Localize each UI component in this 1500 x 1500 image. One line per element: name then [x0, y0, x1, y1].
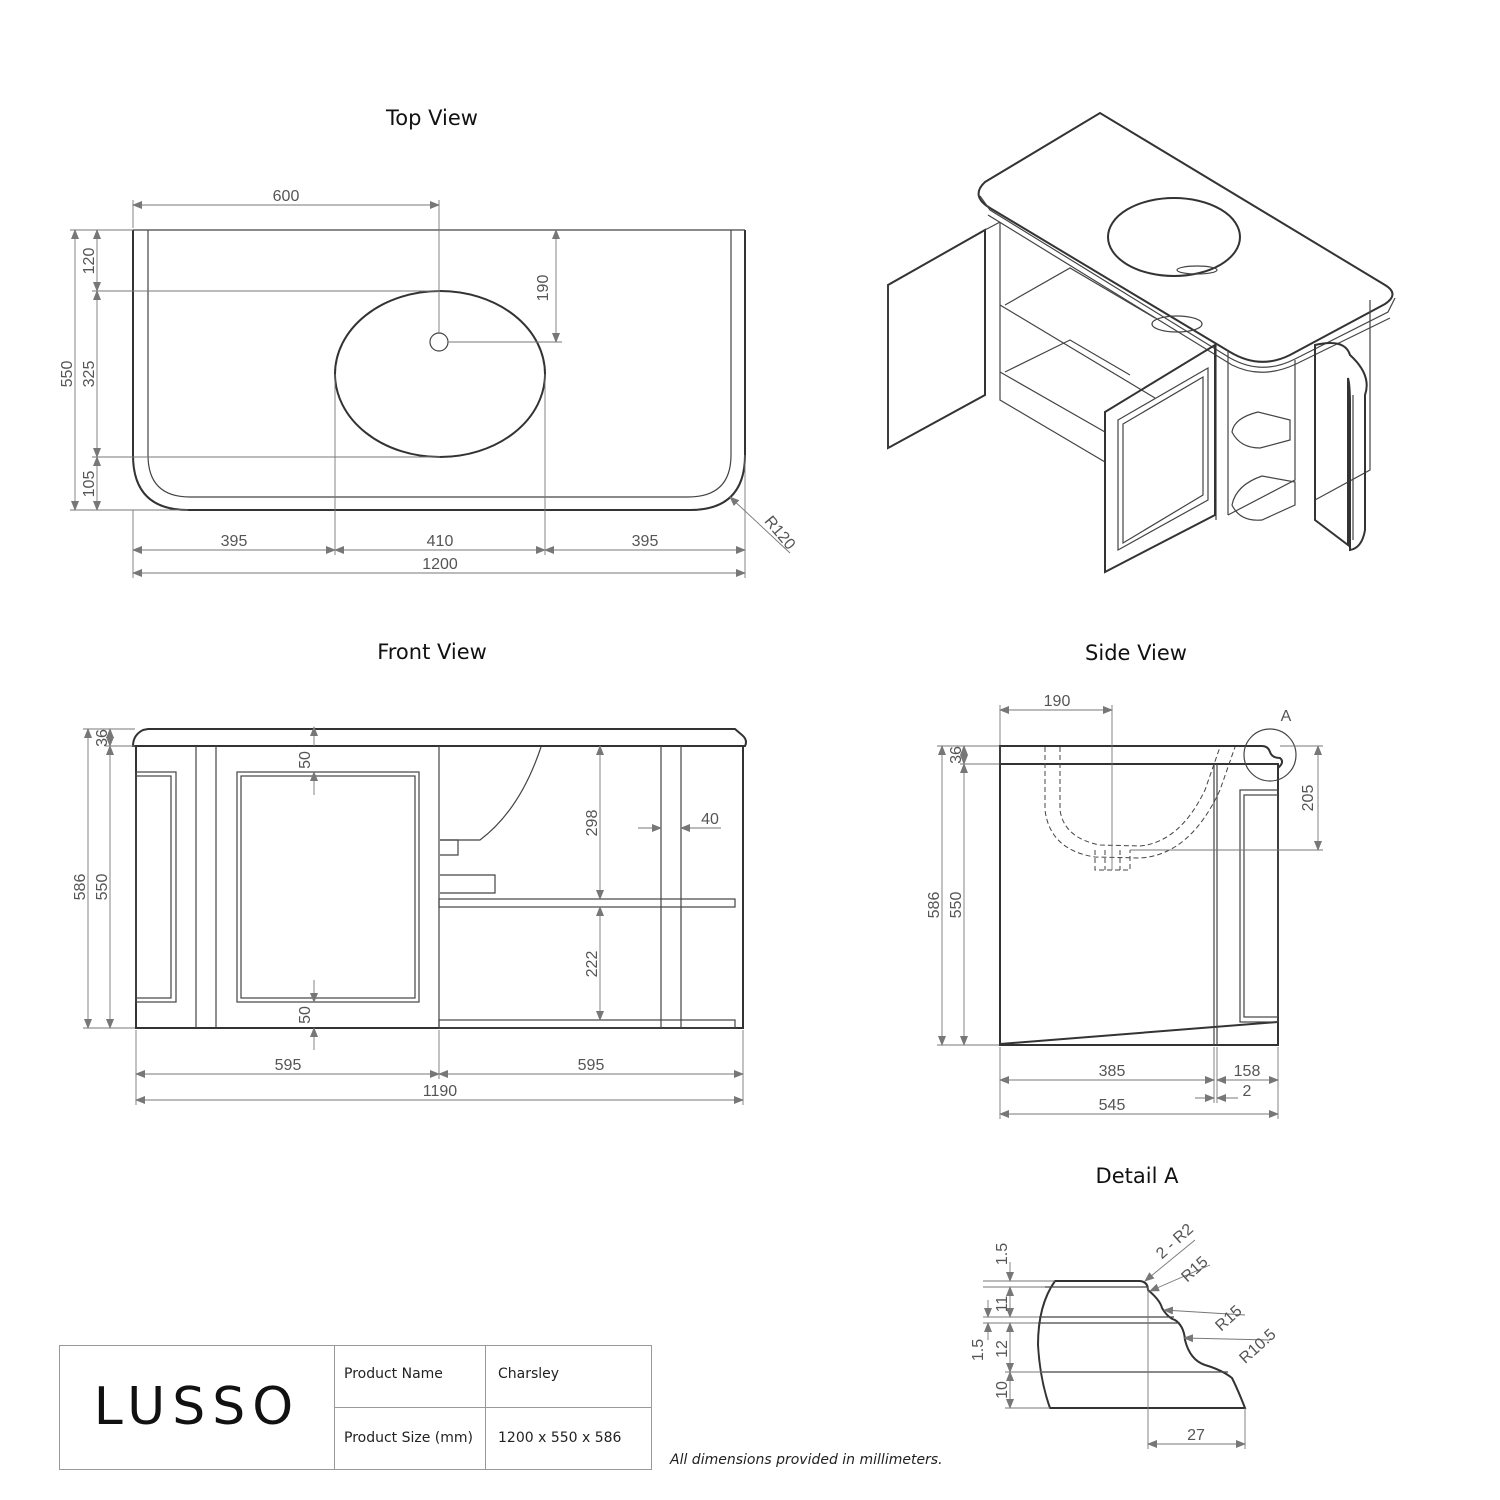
dim-550: 550: [59, 361, 76, 388]
front-dim-550: 550: [94, 874, 111, 901]
product-size-label: Product Size (mm): [344, 1430, 473, 1446]
side-dim-385: 385: [1099, 1063, 1126, 1080]
dim-105: 105: [81, 471, 98, 498]
front-dim-298: 298: [584, 810, 601, 837]
dim-120: 120: [81, 248, 98, 275]
front-dim-595-left: 595: [275, 1057, 302, 1074]
dim-395-right: 395: [632, 533, 659, 550]
side-dim-190: 190: [1044, 693, 1071, 710]
product-size-value: 1200 x 550 x 586: [498, 1430, 622, 1446]
dim-600: 600: [273, 188, 300, 205]
side-dim-586: 586: [926, 892, 943, 919]
detail-dim-1-5-top: 1.5: [994, 1243, 1011, 1265]
product-name-label: Product Name: [344, 1366, 443, 1382]
front-dim-50-top: 50: [297, 751, 314, 769]
detail-radius-r15-mid: R15: [1212, 1302, 1245, 1334]
front-worktop: [131, 728, 747, 747]
dim-r120: R120: [761, 513, 799, 553]
front-view-title: Front View: [377, 640, 487, 664]
top-view-outline: [132, 230, 746, 511]
detail-profile: [1036, 1280, 1247, 1409]
side-dim-36: 36: [948, 746, 965, 764]
detail-a-view: Detail A 1.5 11 1.5 12 10 27 2 - R2: [970, 1164, 1280, 1449]
side-view-title: Side View: [1085, 641, 1187, 665]
iso-basin: [1107, 197, 1241, 277]
detail-dim-12: 12: [994, 1340, 1011, 1358]
dim-1200: 1200: [422, 556, 458, 573]
side-view: Side View A 190 36 586 550 205: [926, 641, 1323, 1119]
detail-radius-r15-top: R15: [1178, 1253, 1211, 1285]
detail-radius-r10-5: R10.5: [1236, 1326, 1279, 1367]
brand-logo: LUSSO: [93, 1377, 301, 1437]
front-dim-586: 586: [72, 874, 89, 901]
top-view-title: Top View: [385, 106, 478, 130]
detail-dim-11: 11: [994, 1296, 1011, 1313]
top-view: Top View 600 190 550 120 325 105: [59, 106, 798, 578]
side-dim-2: 2: [1243, 1083, 1252, 1100]
side-dim-550: 550: [948, 892, 965, 919]
dim-410: 410: [427, 533, 454, 550]
dim-190: 190: [535, 275, 552, 302]
detail-a-title: Detail A: [1096, 1164, 1180, 1188]
front-dim-40: 40: [701, 811, 719, 828]
front-dim-1190: 1190: [423, 1083, 458, 1100]
side-detail-label: A: [1281, 708, 1292, 725]
side-body: [999, 745, 1284, 1046]
front-dim-222: 222: [584, 951, 601, 978]
title-block-divider-h: [334, 1407, 652, 1408]
side-dim-158: 158: [1234, 1063, 1261, 1080]
title-block: LUSSO Product Name Charsley Product Size…: [59, 1345, 652, 1470]
front-dim-50-bottom: 50: [297, 1006, 314, 1024]
top-view-basin: [334, 290, 546, 458]
front-view: Front View 36 586 550 5: [72, 640, 747, 1105]
front-dim-595-right: 595: [578, 1057, 605, 1074]
detail-a-marker: [1243, 728, 1297, 782]
dim-395-left: 395: [221, 533, 248, 550]
detail-dim-10: 10: [994, 1381, 1011, 1399]
detail-dim-27: 27: [1187, 1427, 1205, 1444]
drain-hole: [429, 332, 449, 352]
title-block-divider-v: [485, 1346, 486, 1469]
side-dim-205: 205: [1300, 785, 1317, 812]
side-dim-545: 545: [1099, 1097, 1126, 1114]
isometric-view: [887, 111, 1396, 574]
dimensions-footnote: All dimensions provided in millimeters.: [670, 1452, 943, 1468]
product-name-value: Charsley: [498, 1366, 560, 1382]
dim-325: 325: [81, 361, 98, 388]
front-dim-36: 36: [94, 729, 111, 747]
logo-cell: LUSSO: [60, 1346, 335, 1469]
detail-dim-1-5-mid: 1.5: [970, 1339, 987, 1361]
